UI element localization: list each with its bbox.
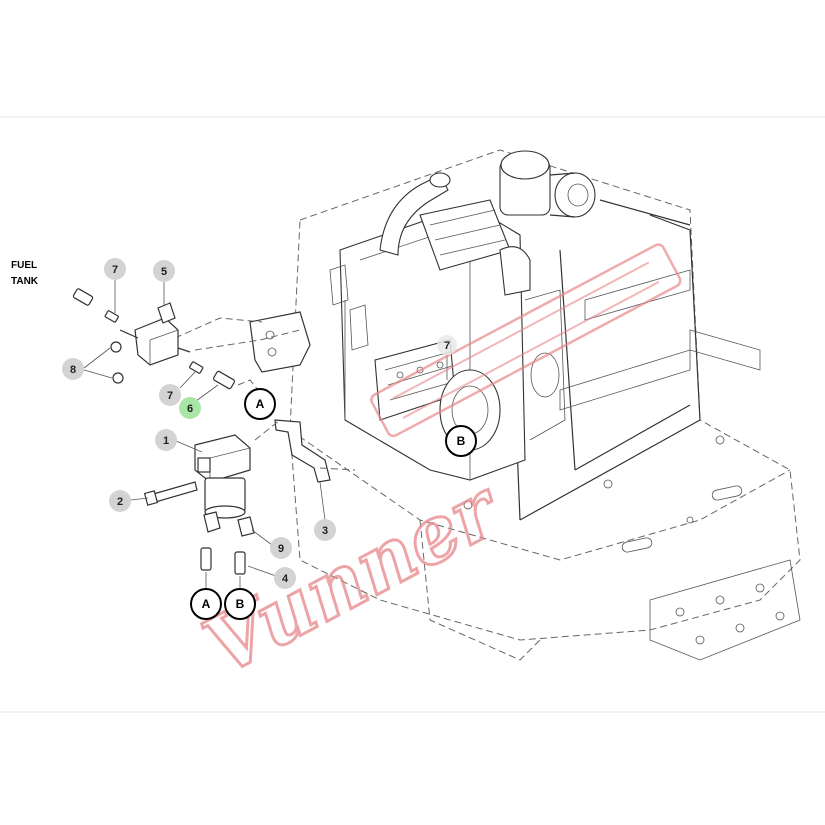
clamp-upper bbox=[104, 310, 119, 323]
elbow-right bbox=[237, 516, 255, 537]
hose-right bbox=[234, 551, 246, 575]
svg-text:7: 7 bbox=[112, 264, 118, 276]
leader-lines bbox=[83, 279, 448, 588]
callout-5: 5 bbox=[153, 260, 175, 282]
hose-fitting bbox=[212, 370, 236, 390]
svg-text:4: 4 bbox=[282, 573, 289, 585]
fuel-pump bbox=[119, 302, 191, 366]
connection-ref-a-upper: A bbox=[244, 388, 276, 420]
svg-text:B: B bbox=[236, 597, 245, 611]
svg-text:2: 2 bbox=[117, 496, 123, 508]
svg-text:7: 7 bbox=[167, 390, 173, 402]
fuel-tank-label-line2: TANK bbox=[11, 276, 39, 287]
svg-text:7: 7 bbox=[444, 340, 450, 352]
svg-text:1: 1 bbox=[163, 435, 169, 447]
svg-text:3: 3 bbox=[322, 525, 328, 537]
fuel-tank-label-line1: FUEL bbox=[11, 260, 37, 271]
callout-9: 9 bbox=[270, 537, 292, 559]
callout-7-middle: 7 bbox=[159, 384, 181, 406]
hose-left bbox=[200, 547, 212, 571]
svg-text:B: B bbox=[457, 434, 466, 448]
mounting-bracket bbox=[249, 311, 311, 373]
callout-3: 3 bbox=[314, 519, 336, 541]
callout-6-highlighted: 6 bbox=[179, 397, 201, 419]
watermark-seal bbox=[370, 243, 682, 438]
callout-1: 1 bbox=[155, 429, 177, 451]
filter-bracket bbox=[274, 419, 331, 483]
fuel-filter bbox=[194, 434, 251, 519]
connection-ref-b-lower: B bbox=[224, 588, 256, 620]
connection-ref-a-lower: A bbox=[190, 588, 222, 620]
elbow-left bbox=[203, 511, 221, 533]
svg-text:A: A bbox=[202, 597, 211, 611]
svg-text:5: 5 bbox=[161, 266, 167, 278]
svg-text:8: 8 bbox=[70, 364, 76, 376]
callout-7-engine: 7 bbox=[437, 335, 457, 355]
bolt-upper bbox=[110, 341, 122, 353]
callout-7-top: 7 bbox=[104, 258, 126, 280]
svg-text:9: 9 bbox=[278, 543, 284, 555]
connection-ref-b-engine: B bbox=[445, 425, 477, 457]
clamp-lower bbox=[189, 361, 204, 374]
svg-text:A: A bbox=[256, 397, 265, 411]
callout-2: 2 bbox=[109, 490, 131, 512]
bolt-lower bbox=[112, 372, 124, 384]
svg-text:6: 6 bbox=[187, 403, 193, 415]
callout-8: 8 bbox=[62, 358, 84, 380]
callout-4: 4 bbox=[274, 567, 296, 589]
fitting-tank-side bbox=[72, 288, 94, 306]
